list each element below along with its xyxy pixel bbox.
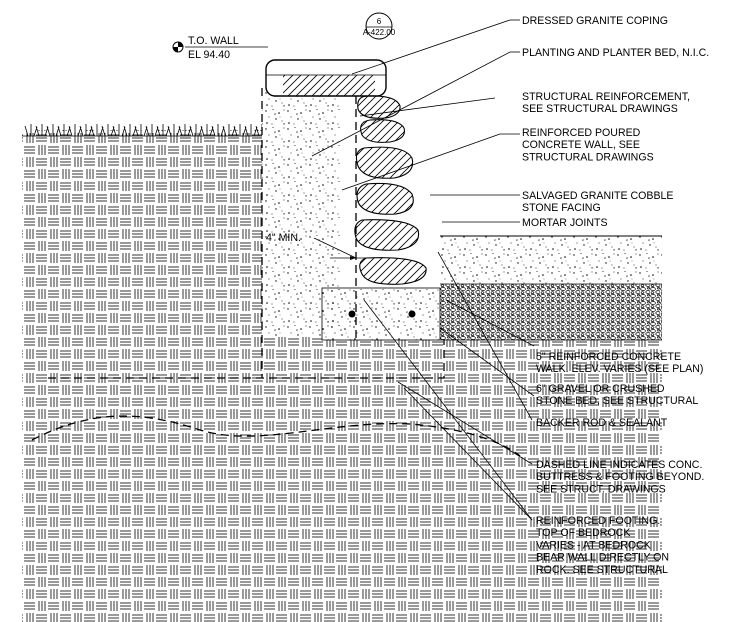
note-line: DRESSED GRANITE COPING (522, 15, 668, 27)
note-backer: BACKER ROD & SEALANT (536, 417, 668, 429)
callout-sheet: A-422.00 (363, 28, 396, 37)
cobble-stone-facing (354, 95, 427, 285)
note-line: BACKER ROD & SEALANT (536, 417, 668, 429)
note-line: SEE STRUCTURAL DRAWINGS (522, 103, 678, 115)
elevation-label: T.O. WALL (188, 35, 239, 47)
gravel-bed (440, 284, 662, 340)
note-line: CONCRETE WALL, SEE (522, 139, 640, 151)
note-line: BUTTRESS & FOOTING BEYOND. (536, 471, 704, 483)
note-line: TOP OF BEDROCK (536, 527, 630, 539)
min-dimension-label: 4" MIN. (266, 232, 301, 244)
callout-number: 6 (377, 17, 382, 26)
note-reinforcement: STRUCTURAL REINFORCEMENT,SEE STRUCTURAL … (522, 91, 690, 115)
leader-lines (311, 19, 535, 521)
concrete-walk (440, 236, 662, 284)
elevation-marker: T.O. WALL EL 94.40 (172, 35, 268, 61)
note-planting: PLANTING AND PLANTER BED, N.I.C. (522, 47, 709, 59)
note-buttress: DASHED LINE INDICATES CONC.BUTTRESS & FO… (536, 459, 704, 495)
note-line: SALVAGED GRANITE COBBLE (522, 190, 674, 202)
note-line: MORTAR JOINTS (522, 217, 608, 229)
note-mortar: MORTAR JOINTS (522, 217, 608, 229)
note-line: STONE FACING (522, 202, 601, 214)
note-line: BEAR WALL DIRECTLY ON (536, 552, 669, 564)
note-line: REINFORCED POURED (522, 127, 641, 139)
soil-under-walk (322, 340, 662, 622)
note-line: SEE STRUCT. DRAWINGS (536, 483, 666, 495)
note-line: ROCK. SEE STRUCTURAL (536, 564, 668, 576)
note-line: 5" REINFORCED CONCRETE (536, 351, 681, 363)
note-line: WALK. ELEV. VARIES (SEE PLAN) (536, 363, 703, 375)
note-line: VARIES - AT BEDROCK (536, 539, 651, 551)
note-coping: DRESSED GRANITE COPING (522, 15, 668, 27)
note-line: STRUCTURAL DRAWINGS (522, 151, 654, 163)
note-line: 6" GRAVEL OR CRUSHED (536, 383, 665, 395)
drawing-notes: DRESSED GRANITE COPING PLANTING AND PLANT… (522, 15, 709, 576)
note-line: STONE BED, SEE STRUCTURAL (536, 395, 698, 407)
section-callout[interactable] (365, 12, 393, 40)
note-line: REINFORCED FOOTING. (536, 515, 660, 527)
min-dimension: 4" MIN. (266, 232, 366, 260)
note-line: DASHED LINE INDICATES CONC. (536, 459, 702, 471)
wall-footing (321, 287, 441, 341)
note-line: PLANTING AND PLANTER BED, N.I.C. (522, 47, 709, 59)
buttress-dashed-lines (31, 88, 521, 457)
elevation-value: EL 94.40 (188, 49, 230, 61)
note-line: STRUCTURAL REINFORCEMENT, (522, 91, 690, 103)
